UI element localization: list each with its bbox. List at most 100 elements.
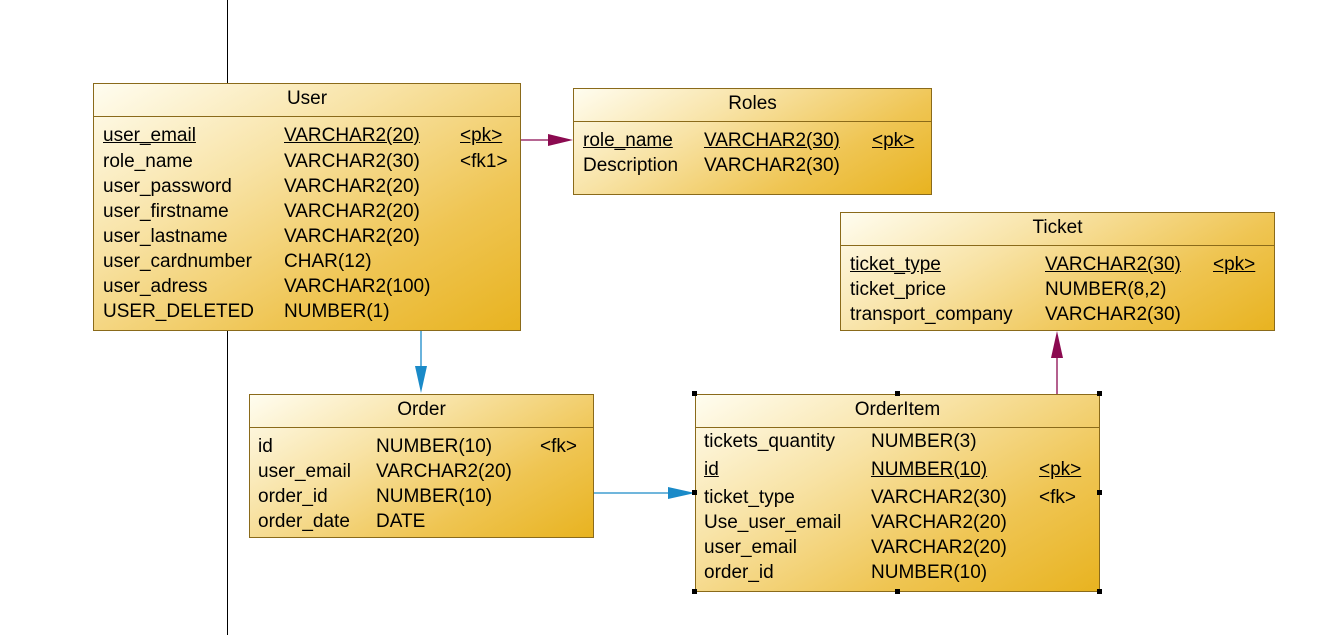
column-name: order_id xyxy=(704,562,774,583)
column-row-user_email[interactable]: user_email VARCHAR2(20) xyxy=(696,537,1099,562)
column-row-ticket_type[interactable]: ticket_type VARCHAR2(30) <fk> xyxy=(696,487,1099,512)
column-name: transport_company xyxy=(850,304,1013,325)
column-name: role_name xyxy=(583,130,673,151)
column-name: user_lastname xyxy=(103,226,228,247)
rel-user-roles[interactable] xyxy=(520,134,573,146)
column-row-tickets_quantity[interactable]: tickets_quantity NUMBER(3) xyxy=(696,431,1099,456)
arrowhead-user-roles xyxy=(548,134,573,146)
column-name: role_name xyxy=(103,151,193,172)
column-type: VARCHAR2(20) xyxy=(871,512,1007,533)
column-name: Description xyxy=(583,155,679,176)
selection-handle[interactable] xyxy=(1097,490,1102,495)
column-row-ticket_type[interactable]: ticket_type VARCHAR2(30) <pk> xyxy=(841,254,1274,279)
column-type: VARCHAR2(30) xyxy=(704,155,840,176)
column-row-order_id[interactable]: order_id NUMBER(10) xyxy=(696,562,1099,587)
column-name: user_adress xyxy=(103,276,208,297)
column-type: NUMBER(10) xyxy=(376,486,493,507)
entity-title: Ticket xyxy=(841,213,1274,246)
column-key: <pk> xyxy=(460,125,503,146)
column-row-user_email[interactable]: user_email VARCHAR2(20) xyxy=(250,461,593,486)
column-type: VARCHAR2(30) xyxy=(871,487,1007,508)
column-type: NUMBER(10) xyxy=(871,459,988,480)
column-type: VARCHAR2(20) xyxy=(284,125,420,146)
column-key: <pk> xyxy=(1213,254,1256,275)
column-key: <fk> xyxy=(540,436,577,457)
column-name: user_password xyxy=(103,176,232,197)
column-row-order_date[interactable]: order_date DATE xyxy=(250,511,593,536)
column-key: <fk1> xyxy=(460,151,508,172)
column-type: VARCHAR2(20) xyxy=(871,537,1007,558)
column-row-id[interactable]: id NUMBER(10) <fk> xyxy=(250,436,593,461)
selection-handle[interactable] xyxy=(692,490,697,495)
column-row-role_name[interactable]: role_name VARCHAR2(30) <pk> xyxy=(574,130,931,155)
column-key: <pk> xyxy=(1039,459,1082,480)
column-name: id xyxy=(258,436,273,457)
column-type: VARCHAR2(100) xyxy=(284,276,431,297)
column-name: Use_user_email xyxy=(704,512,842,533)
selection-handle[interactable] xyxy=(895,391,900,396)
entity-title: OrderItem xyxy=(696,395,1099,428)
column-type: VARCHAR2(30) xyxy=(1045,254,1181,275)
column-type: VARCHAR2(20) xyxy=(376,461,512,482)
column-row-user_password[interactable]: user_password VARCHAR2(20) xyxy=(94,176,520,201)
column-name: user_firstname xyxy=(103,201,229,222)
column-type: VARCHAR2(20) xyxy=(284,226,420,247)
column-name: USER_DELETED xyxy=(103,301,254,322)
column-row-user_adress[interactable]: user_adress VARCHAR2(100) xyxy=(94,276,520,301)
column-type: VARCHAR2(30) xyxy=(1045,304,1181,325)
selection-handle[interactable] xyxy=(1097,391,1102,396)
column-name: user_email xyxy=(258,461,351,482)
column-type: NUMBER(10) xyxy=(376,436,493,457)
selection-handle[interactable] xyxy=(1097,589,1102,594)
column-name: id xyxy=(704,459,719,480)
column-key: <fk> xyxy=(1039,487,1076,508)
column-type: VARCHAR2(20) xyxy=(284,176,420,197)
column-row-transport_company[interactable]: transport_company VARCHAR2(30) xyxy=(841,304,1274,329)
arrowhead-user-order xyxy=(415,366,427,393)
column-name: user_email xyxy=(103,125,196,146)
column-type: NUMBER(1) xyxy=(284,301,390,322)
column-name: order_id xyxy=(258,486,328,507)
column-name: ticket_type xyxy=(704,487,795,508)
column-type: VARCHAR2(30) xyxy=(284,151,420,172)
selection-handle[interactable] xyxy=(692,589,697,594)
column-name: order_date xyxy=(258,511,350,532)
column-key: <pk> xyxy=(872,130,915,151)
rel-order-orderitem[interactable] xyxy=(594,487,695,499)
column-type: DATE xyxy=(376,511,426,532)
selection-handle[interactable] xyxy=(895,589,900,594)
rel-user-order[interactable] xyxy=(415,330,427,393)
selection-handle[interactable] xyxy=(692,391,697,396)
column-name: ticket_type xyxy=(850,254,941,275)
column-type: CHAR(12) xyxy=(284,251,372,272)
column-row-role_name[interactable]: role_name VARCHAR2(30) <fk1> xyxy=(94,151,520,176)
arrowhead-orderitem-ticket xyxy=(1051,331,1063,358)
column-type: VARCHAR2(30) xyxy=(704,130,840,151)
column-row-user_cardnumber[interactable]: user_cardnumber CHAR(12) xyxy=(94,251,520,276)
column-row-user_lastname[interactable]: user_lastname VARCHAR2(20) xyxy=(94,226,520,251)
column-type: NUMBER(10) xyxy=(871,562,988,583)
entity-title: Order xyxy=(250,395,593,428)
rel-orderitem-ticket[interactable] xyxy=(1051,331,1063,394)
column-row-description[interactable]: Description VARCHAR2(30) xyxy=(574,155,931,180)
column-type: NUMBER(3) xyxy=(871,431,977,452)
column-type: VARCHAR2(20) xyxy=(284,201,420,222)
column-name: user_email xyxy=(704,537,797,558)
column-name: user_cardnumber xyxy=(103,251,252,272)
column-name: tickets_quantity xyxy=(704,431,835,452)
column-row-user_firstname[interactable]: user_firstname VARCHAR2(20) xyxy=(94,201,520,226)
entity-title: Roles xyxy=(574,89,931,122)
entity-title: User xyxy=(94,84,520,117)
column-row-user_deleted[interactable]: USER_DELETED NUMBER(1) xyxy=(94,301,520,326)
column-row-order_id[interactable]: order_id NUMBER(10) xyxy=(250,486,593,511)
column-row-use_user_email[interactable]: Use_user_email VARCHAR2(20) xyxy=(696,512,1099,537)
column-row-id[interactable]: id NUMBER(10) <pk> xyxy=(696,459,1099,484)
column-row-user_email[interactable]: user_email VARCHAR2(20) <pk> xyxy=(94,125,520,150)
